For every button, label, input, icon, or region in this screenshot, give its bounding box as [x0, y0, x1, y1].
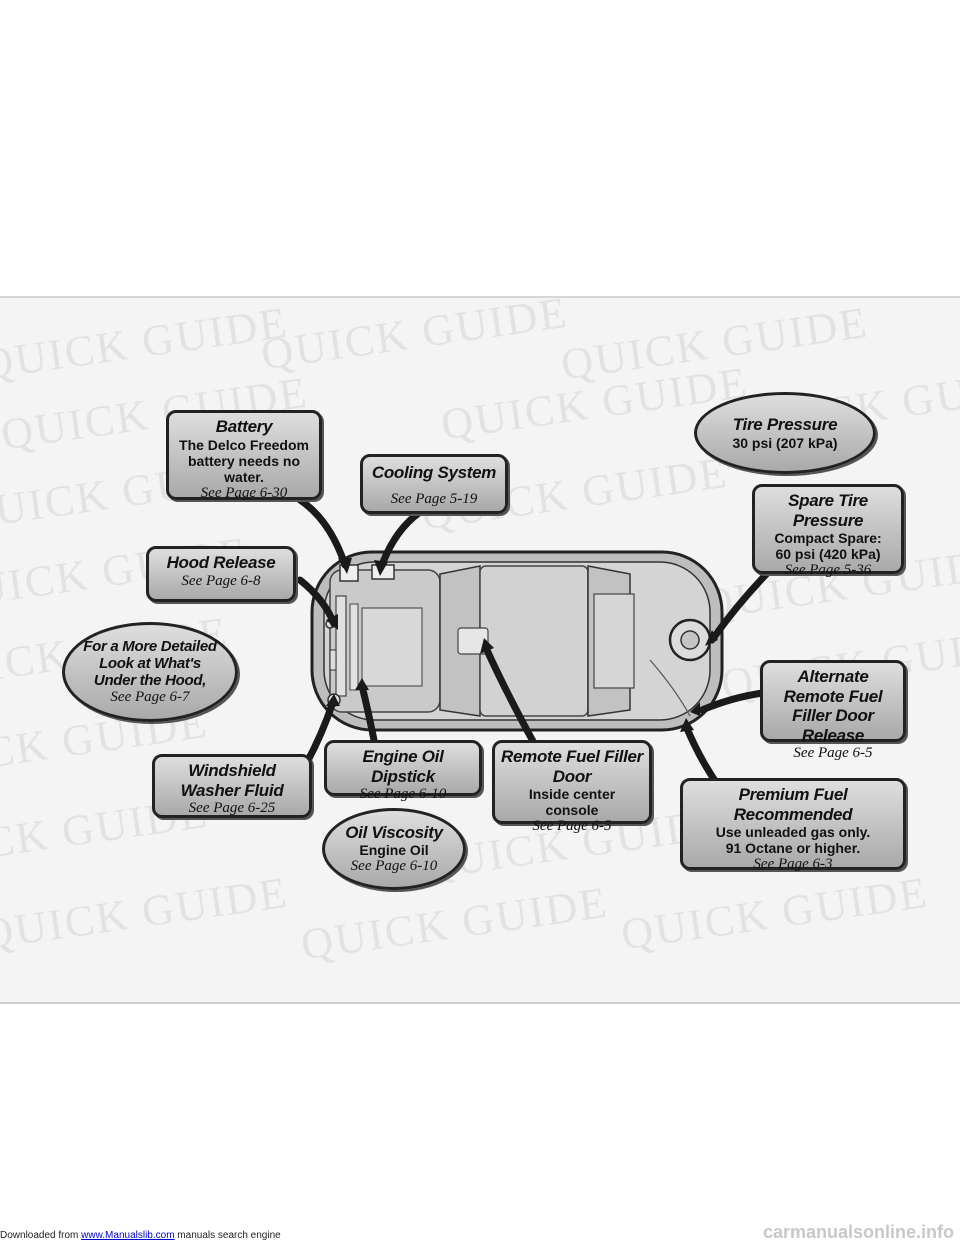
remote-fuel-pointer [482, 644, 539, 749]
spare-tire-callout: Spare Tire Pressure Compact Spare: 60 ps… [752, 484, 904, 578]
oil-viscosity-callout: Oil Viscosity Engine Oil See Page 6-10 [322, 808, 466, 890]
battery-page-ref: See Page 6-30 [200, 484, 288, 501]
premium-fuel-line2: 91 Octane or higher. [725, 840, 861, 857]
alternate-remote-callout: Alternate Remote Fuel Filler Door Releas… [760, 660, 906, 761]
remote-fuel-heading: Remote Fuel Filler Door [501, 747, 643, 786]
cooling-system-callout: Cooling System See Page 5-19 [360, 454, 508, 514]
site-watermark: carmanualsonline.info [762, 1222, 954, 1242]
tire-pressure-callout: Tire Pressure 30 psi (207 kPa) [694, 392, 876, 474]
alternate-remote-page-ref: See Page 6-5 [793, 745, 873, 762]
car-outline [310, 550, 724, 732]
alternate-remote-heading: Alternate Remote Fuel Filler Door Releas… [783, 667, 883, 745]
cooling-heading: Cooling System [371, 463, 497, 482]
oil-dipstick-heading: Engine Oil Dipstick [362, 747, 444, 786]
detailed-look-callout: For a More Detailed Look at What's Under… [62, 622, 238, 722]
footer-prefix: Downloaded from [0, 1230, 82, 1241]
hood-release-callout: Hood Release See Page 6-8 [146, 546, 296, 602]
spare-tire-value: 60 psi (420 kPa) [775, 546, 881, 563]
oil-dipstick-callout: Engine Oil Dipstick See Page 6-10 [324, 740, 482, 802]
oil-dipstick-page-ref: See Page 6-10 [359, 786, 447, 803]
hood-release-heading: Hood Release [166, 553, 276, 572]
premium-fuel-page-ref: See Page 6-3 [753, 856, 833, 873]
cooling-page-ref: See Page 5-19 [390, 490, 478, 507]
footer-suffix: manuals search engine [174, 1230, 281, 1241]
oil-viscosity-heading: Oil Viscosity [345, 822, 443, 842]
washer-heading: Windshield Washer Fluid [180, 761, 284, 800]
spare-tire-heading: Spare Tire Pressure [788, 491, 868, 530]
spare-tire-page-ref: See Page 5-36 [784, 562, 872, 579]
detailed-look-page-ref: See Page 6-7 [110, 689, 190, 706]
remote-fuel-location: Inside center console [528, 786, 616, 819]
spare-tire-type: Compact Spare: [774, 530, 882, 547]
oil-viscosity-body: Engine Oil [359, 842, 429, 859]
dipstick-pointer [358, 682, 379, 749]
manualslib-link[interactable]: www.Manualslib.com [81, 1230, 175, 1241]
tire-pressure-value: 30 psi (207 kPa) [732, 434, 838, 451]
cooling-pointer [378, 508, 424, 569]
battery-callout: Battery The Delco Freedom battery needs … [166, 410, 322, 501]
oil-viscosity-page-ref: See Page 6-10 [350, 858, 438, 875]
premium-fuel-callout: Premium Fuel Recommended Use unleaded ga… [680, 778, 906, 873]
detailed-look-heading: For a More Detailed Look at What's Under… [83, 637, 217, 690]
download-footer: Downloaded from www.Manualslib.com manua… [0, 1230, 960, 1242]
battery-pointer [296, 496, 349, 569]
battery-heading: Battery [215, 417, 273, 436]
battery-body: The Delco Freedom battery needs no water… [179, 436, 309, 485]
tire-pressure-heading: Tire Pressure [732, 415, 838, 435]
remote-fuel-filler-callout: Remote Fuel Filler Door Inside center co… [492, 740, 652, 834]
hood-release-page-ref: See Page 6-8 [181, 572, 261, 589]
washer-page-ref: See Page 6-25 [188, 800, 276, 817]
washer-fluid-callout: Windshield Washer Fluid See Page 6-25 [152, 754, 312, 818]
premium-fuel-heading: Premium Fuel Recommended [733, 785, 853, 824]
premium-fuel-line1: Use unleaded gas only. [715, 824, 871, 841]
remote-fuel-page-ref: See Page 6-5 [532, 818, 612, 835]
